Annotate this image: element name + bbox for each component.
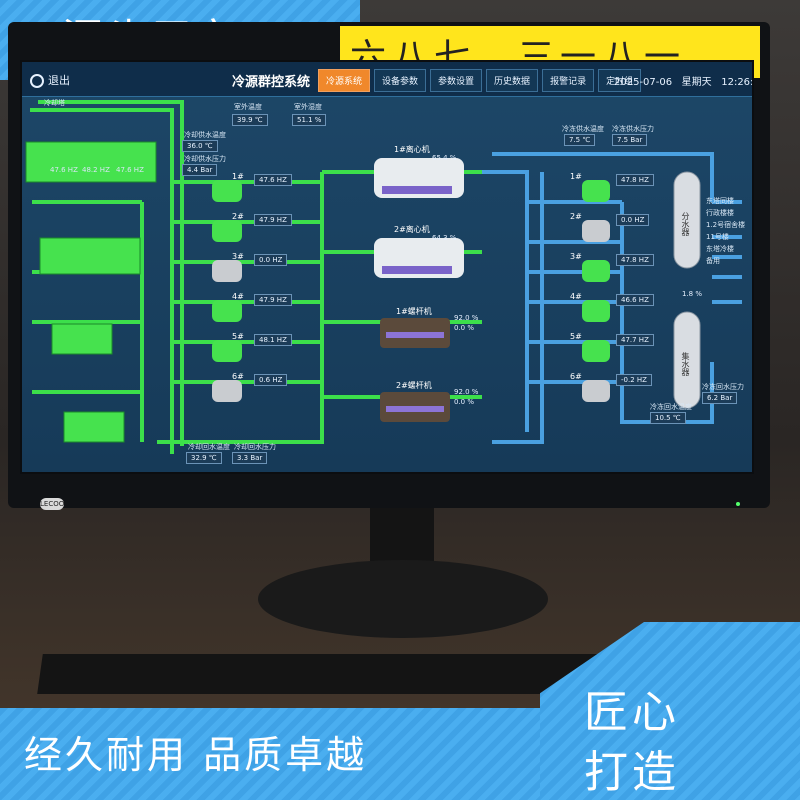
outdoor-humidity-label: 室外湿度 bbox=[294, 103, 322, 111]
chiller-2-label: 2#离心机 bbox=[394, 225, 430, 234]
chw-pump-2-hz: 0.0 HZ bbox=[616, 214, 650, 226]
cw-return-temp-label: 冷却回水温度 bbox=[188, 443, 230, 451]
chiller-4-pct: 92.0 % bbox=[454, 388, 479, 396]
promo-slogan-right-1: 匠心 bbox=[584, 687, 680, 738]
chiller-1-pct: 65.4 % bbox=[432, 154, 457, 162]
cw-pump-group bbox=[212, 180, 242, 402]
cw-return-press-value: 3.3 Bar bbox=[232, 452, 268, 464]
chw-pump-1-hz: 47.8 HZ bbox=[616, 174, 654, 186]
bypass-pct: 1.8 % bbox=[682, 290, 703, 298]
cw-pump-4-hz: 47.9 HZ bbox=[254, 294, 292, 306]
monitor-stand-neck bbox=[370, 508, 434, 568]
cw-supply-temp-value: 36.0 ℃ bbox=[182, 140, 218, 152]
tab-param-settings[interactable]: 参数设置 bbox=[430, 69, 483, 92]
tab-timer-group[interactable]: 定时组 bbox=[598, 69, 642, 92]
branch-4: 11号楼 bbox=[706, 233, 729, 241]
chiller-3-pct: 92.0 % bbox=[454, 314, 479, 322]
chw-supply-press-value: 7.5 Bar bbox=[612, 134, 648, 146]
chw-pump-5-label: 5# bbox=[570, 332, 582, 341]
chw-pump-1-label: 1# bbox=[570, 172, 582, 181]
tower-hz-2: 48.2 HZ bbox=[82, 166, 110, 174]
system-title: 冷源群控系统 bbox=[232, 75, 311, 90]
cw-return-temp-value: 32.9 ℃ bbox=[186, 452, 222, 464]
cw-pump-6-hz: 0.6 HZ bbox=[254, 374, 288, 386]
keyboard bbox=[37, 654, 603, 694]
cw-pump-5-hz: 48.1 HZ bbox=[254, 334, 292, 346]
chw-pump-6-hz: -0.2 HZ bbox=[616, 374, 652, 386]
cw-pump-2-hz: 47.9 HZ bbox=[254, 214, 292, 226]
chw-pump-5-hz: 47.7 HZ bbox=[616, 334, 654, 346]
cw-pump-2-label: 2# bbox=[232, 212, 244, 221]
chiller-2-pct: 64.3 % bbox=[432, 234, 457, 242]
top-bar: 退出 冷源群控系统 冷源系统 设备参数 参数设置 历史数据 报警记录 定时组 2… bbox=[22, 62, 752, 97]
power-led-icon bbox=[736, 502, 740, 506]
chiller-3-label: 1#螺杆机 bbox=[396, 307, 432, 316]
chw-pump-4-label: 4# bbox=[570, 292, 582, 301]
tower-hz-1: 47.6 HZ bbox=[50, 166, 78, 174]
pipe-diagram bbox=[25, 100, 742, 454]
chw-return-temp-label: 冷冻回水温度 bbox=[650, 403, 692, 411]
cw-pump-1-label: 1# bbox=[232, 172, 244, 181]
cooling-tower-label: 冷却塔 bbox=[44, 99, 65, 107]
exit-button[interactable]: 退出 bbox=[30, 72, 70, 88]
chiller-1-label: 1#离心机 bbox=[394, 145, 430, 154]
tab-alarms[interactable]: 报警记录 bbox=[542, 69, 595, 92]
cw-supply-press-value: 4.4 Bar bbox=[182, 164, 218, 176]
chw-return-press-value: 6.2 Bar bbox=[702, 392, 738, 404]
promo-slogan-right-2: 打造 bbox=[584, 747, 680, 798]
branch-6: 备用 bbox=[706, 257, 720, 265]
promo-slogan-bottom: 经久耐用 品质卓越 bbox=[24, 733, 368, 777]
chw-supply-press-label: 冷冻供水压力 bbox=[612, 125, 654, 133]
chw-pump-2-label: 2# bbox=[570, 212, 582, 221]
clock-time: 12:26:21 bbox=[721, 77, 754, 88]
branch-3: 1.2号宿舍楼 bbox=[706, 221, 746, 229]
branch-5: 东塔冷楼 bbox=[706, 245, 734, 253]
chw-return-temp-value: 10.5 ℃ bbox=[650, 412, 686, 424]
chiller-4-label: 2#螺杆机 bbox=[396, 381, 432, 390]
tab-history[interactable]: 历史数据 bbox=[486, 69, 539, 92]
cw-pump-4-label: 4# bbox=[232, 292, 244, 301]
promo-banner-bottom bbox=[0, 708, 540, 800]
outdoor-humidity-value: 51.1 % bbox=[292, 114, 327, 126]
chw-supply-temp-value: 7.5 ℃ bbox=[564, 134, 596, 146]
cw-supply-temp-label: 冷却供水温度 bbox=[184, 131, 226, 139]
cw-return-press-label: 冷却回水压力 bbox=[234, 443, 276, 451]
chw-pump-3-label: 3# bbox=[570, 252, 582, 261]
cw-pump-3-hz: 0.0 HZ bbox=[254, 254, 288, 266]
hmi-screen: 退出 冷源群控系统 冷源系统 设备参数 参数设置 历史数据 报警记录 定时组 2… bbox=[20, 60, 754, 474]
chw-pump-4-hz: 46.6 HZ bbox=[616, 294, 654, 306]
cw-pump-1-hz: 47.6 HZ bbox=[254, 174, 292, 186]
chw-pump-3-hz: 47.8 HZ bbox=[616, 254, 654, 266]
clock: 2025-07-06 星期天 12:26:21 bbox=[614, 73, 754, 88]
power-icon bbox=[30, 74, 44, 88]
outdoor-temp-label: 室外温度 bbox=[234, 103, 262, 111]
supply-header-label: 分水器 bbox=[681, 212, 690, 236]
return-header-label: 集水器 bbox=[681, 352, 690, 376]
chiller-3-pct2: 0.0 % bbox=[454, 324, 475, 332]
chw-supply-temp-label: 冷冻供水温度 bbox=[562, 125, 604, 133]
cw-pump-3-label: 3# bbox=[232, 252, 244, 261]
cw-pump-6-label: 6# bbox=[232, 372, 244, 381]
tab-cold-source[interactable]: 冷源系统 bbox=[318, 69, 371, 92]
clock-weekday: 星期天 bbox=[681, 77, 712, 88]
branch-1: 东塔同楼 bbox=[706, 197, 734, 205]
chw-return-press-label: 冷冻回水压力 bbox=[702, 383, 744, 391]
cw-supply-press-label: 冷却供水压力 bbox=[184, 155, 226, 163]
tab-device-params[interactable]: 设备参数 bbox=[374, 69, 427, 92]
cw-pump-5-label: 5# bbox=[232, 332, 244, 341]
clock-date: 2025-07-06 bbox=[614, 77, 673, 88]
tower-hz-3: 47.6 HZ bbox=[116, 166, 144, 174]
exit-label: 退出 bbox=[48, 74, 70, 87]
nav-tabs: 冷源系统 设备参数 参数设置 历史数据 报警记录 定时组 bbox=[318, 69, 642, 92]
outdoor-temp-value: 39.9 ℃ bbox=[232, 114, 268, 126]
monitor-brand-logo: LECOO bbox=[40, 498, 65, 510]
chiller-4-pct2: 0.0 % bbox=[454, 398, 475, 406]
monitor-stand-base bbox=[258, 560, 548, 638]
chw-pump-6-label: 6# bbox=[570, 372, 582, 381]
branch-2: 行政楼楼 bbox=[706, 209, 734, 217]
